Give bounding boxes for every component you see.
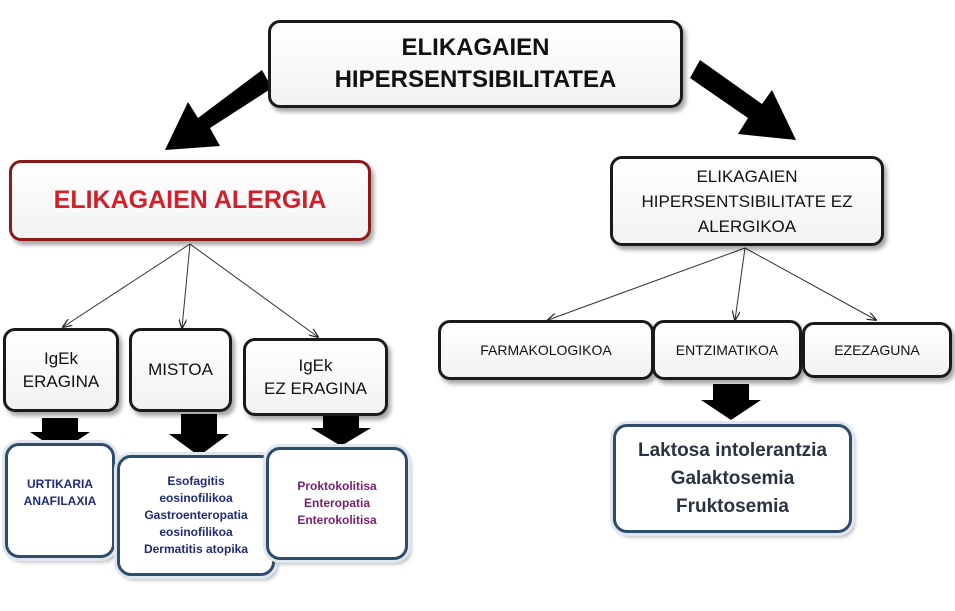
entzima-node: ENTZIMATIKOA xyxy=(652,320,802,380)
ige-label: IgEk ERAGINA xyxy=(22,349,100,391)
mistoa-examples-text: Esofagitis eosinofilikoa Gastroenteropat… xyxy=(143,474,249,556)
root-node: ELIKAGAIEN HIPERSENTSIBILITATEA xyxy=(268,20,683,108)
line-to-ezezaguna xyxy=(744,247,876,320)
line-to-ez-ige xyxy=(189,243,318,337)
down-arrow-mistoa xyxy=(169,414,229,456)
root-title-line2: HIPERSENTSIBILITATEA xyxy=(334,66,617,93)
down-arrow-ige xyxy=(30,418,90,452)
mistoa-examples: Esofagitis eosinofilikoa Gastroenteropat… xyxy=(117,455,275,576)
farmako-node: FARMAKOLOGIKOA xyxy=(438,320,654,380)
alergia-title: ELIKAGAIEN ALERGIA xyxy=(53,186,327,214)
alergia-node: ELIKAGAIEN ALERGIA xyxy=(9,160,371,241)
ezezaguna-node: EZEZAGUNA xyxy=(802,322,952,378)
ez-alergikoa-node: ELIKAGAIEN HIPERSENTSIBILITATE EZ ALERGI… xyxy=(610,156,884,246)
line-to-farmako xyxy=(548,247,746,320)
ige-examples-text: URTIKARIA ANAFILAXIA xyxy=(23,477,97,508)
ez-ige-examples-text: Proktokolitisa Enteropatia Enterokolitis… xyxy=(297,479,377,527)
big-arrow-right xyxy=(690,60,796,140)
down-arrow-right xyxy=(701,384,761,420)
ige-node: IgEk ERAGINA xyxy=(3,328,119,412)
line-to-ige xyxy=(63,243,191,327)
ez-ige-examples: Proktokolitisa Enteropatia Enterokolitis… xyxy=(266,447,408,560)
line-to-mistoa xyxy=(182,243,191,328)
big-arrow-left xyxy=(165,70,272,150)
line-to-entzima xyxy=(735,247,746,320)
right-examples-text: Laktosa intolerantzia Galaktosemia Frukt… xyxy=(638,439,827,517)
right-examples: Laktosa intolerantzia Galaktosemia Frukt… xyxy=(613,424,852,533)
ige-examples: URTIKARIA ANAFILAXIA xyxy=(5,443,115,558)
mistoa-node: MISTOA xyxy=(129,328,232,412)
mistoa-label: MISTOA xyxy=(148,360,213,379)
entzima-label: ENTZIMATIKOA xyxy=(675,342,779,358)
root-title-line1: ELIKAGAIEN xyxy=(401,34,550,61)
down-arrow-ez-ige xyxy=(311,416,371,446)
ez-ige-label: IgEk EZ ERAGINA xyxy=(264,356,367,398)
ez-ige-node: IgEk EZ ERAGINA xyxy=(243,338,388,416)
ezezaguna-label: EZEZAGUNA xyxy=(834,342,920,358)
ez-alergikoa-title: ELIKAGAIEN HIPERSENTSIBILITATE EZ ALERGI… xyxy=(641,166,853,236)
farmako-label: FARMAKOLOGIKOA xyxy=(480,342,612,358)
